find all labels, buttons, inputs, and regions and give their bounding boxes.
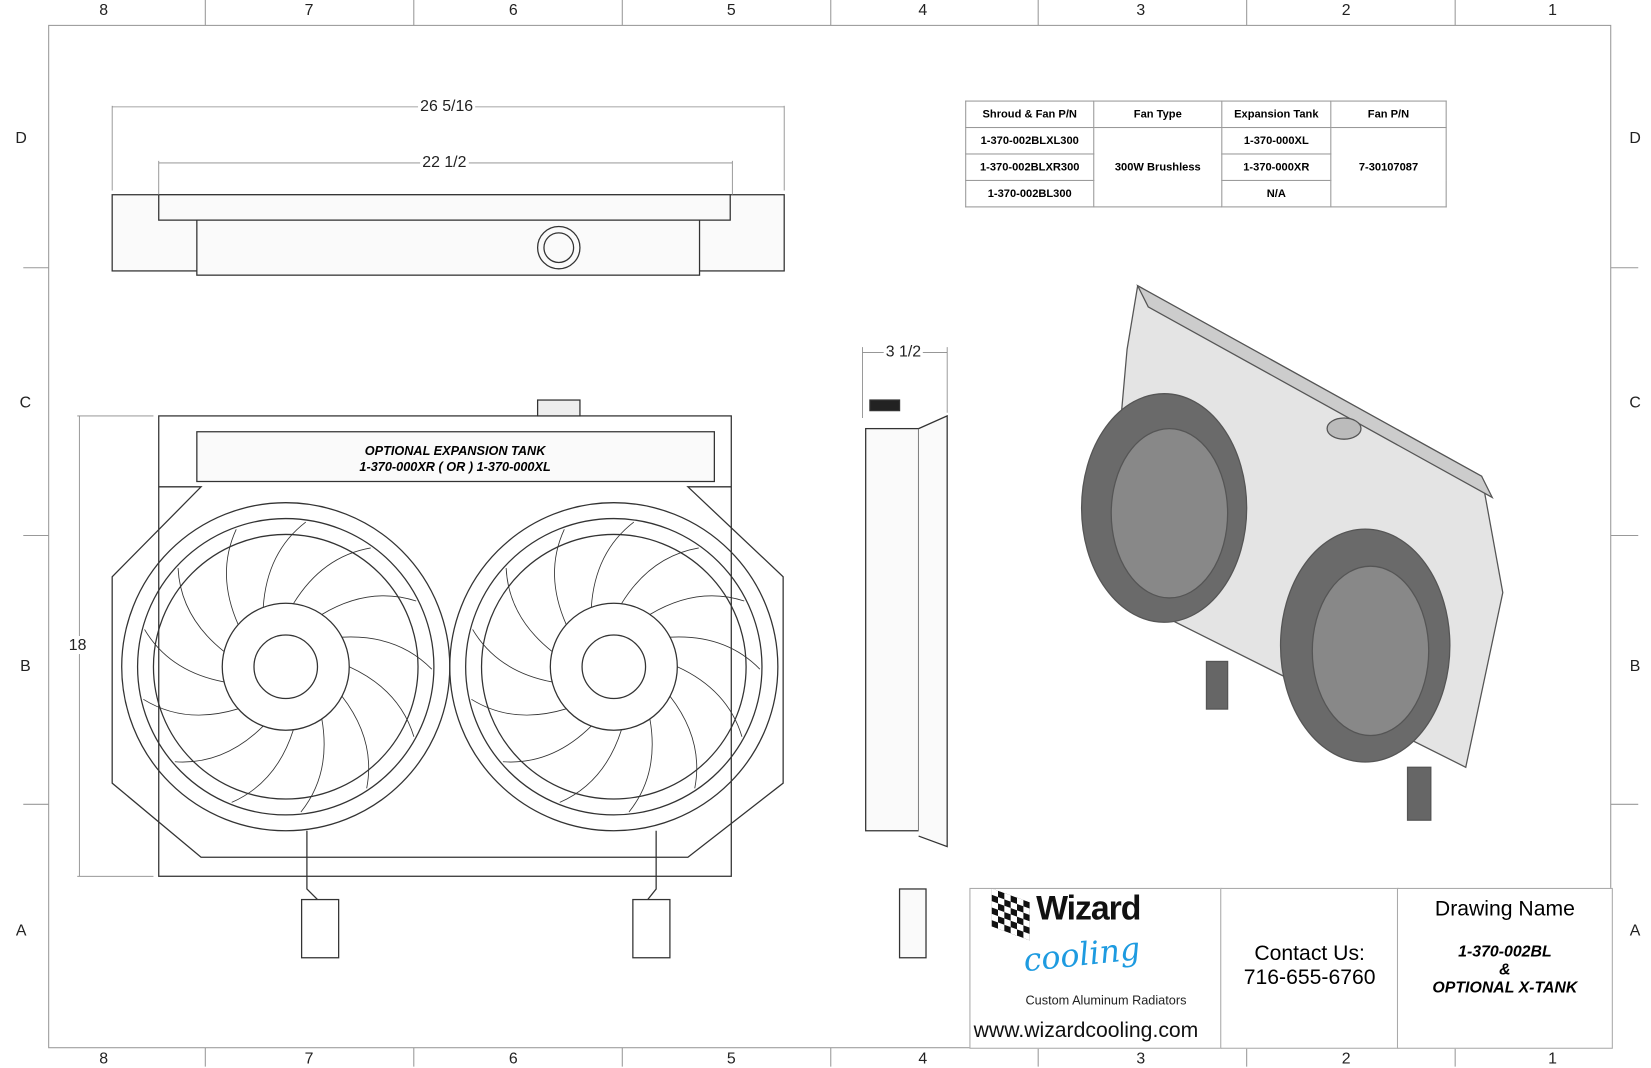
fan-blade (144, 629, 225, 683)
zone-row-right: A (1629, 921, 1641, 940)
fan-blade (621, 547, 699, 604)
zone-row-right: B (1629, 657, 1641, 676)
fan-blade (300, 718, 325, 813)
drawing-name-line3: OPTIONAL X-TANK (1432, 978, 1578, 997)
drawing-name-line2: & (1499, 960, 1511, 979)
fan-blade (174, 725, 264, 763)
fan-blade (143, 698, 239, 716)
logo-tagline: Custom Aluminum Radiators (1025, 992, 1187, 1008)
header-shroud-fan-pn: Shroud & Fan P/N (965, 100, 1095, 129)
zone-row-left: D (15, 129, 27, 148)
contact-phone: 716-655-6760 (1243, 966, 1376, 990)
cell-expansion-tank: N/A (1221, 179, 1332, 208)
fan (121, 502, 451, 832)
cell-fan-type: 300W Brushless (1093, 126, 1223, 208)
zone-col-bottom: 1 (1548, 1049, 1557, 1068)
header-fan-pn: Fan P/N (1330, 100, 1447, 129)
website-link[interactable]: www.wizardcooling.com (973, 1019, 1199, 1043)
tank-label-line2: 1-370-000XR ( OR ) 1-370-000XL (359, 459, 551, 475)
zone-row-left: B (20, 657, 31, 676)
drawing-name-label: Drawing Name (1434, 897, 1575, 921)
logo-script: cooling (1021, 930, 1143, 980)
fan-blade (293, 547, 371, 604)
fan-blade (472, 629, 553, 683)
zone-row-left: A (15, 921, 27, 940)
contact-cell: Contact Us: 716-655-6760 (1220, 887, 1400, 1049)
sheet-frame (48, 24, 1612, 1049)
zone-col-bottom: 2 (1341, 1049, 1351, 1068)
fan-blade (177, 568, 225, 652)
cell-shroud-fan-pn: 1-370-002BL300 (965, 179, 1095, 208)
zone-col-top: 1 (1548, 1, 1557, 20)
fan-blade (262, 521, 307, 608)
zone-col-top: 4 (918, 1, 928, 20)
dim-overall-width: 26 5/16 (418, 97, 476, 116)
bom-table: Shroud & Fan P/N Fan Type Expansion Tank… (965, 100, 1447, 208)
dim-height: 18 (66, 636, 89, 655)
isometric-view (1080, 284, 1504, 821)
zone-col-top: 3 (1136, 1, 1146, 20)
fan-blade (341, 636, 433, 670)
zone-row-left: C (19, 393, 32, 412)
front-view (77, 399, 784, 959)
fan-blade (321, 595, 417, 615)
dim-depth: 3 1/2 (883, 342, 924, 361)
cell-fan-pn: 7-30107087 (1330, 126, 1447, 208)
logo-cell: Wizard cooling Custom Aluminum Radiators… (969, 887, 1223, 1049)
zone-col-bottom: 3 (1136, 1049, 1146, 1068)
zone-col-top: 6 (508, 1, 518, 20)
dim-core-width: 22 1/2 (420, 153, 469, 172)
zone-col-top: 8 (99, 1, 109, 20)
header-fan-type: Fan Type (1093, 100, 1223, 129)
zone-col-bottom: 8 (99, 1049, 109, 1068)
table-row: 1-370-002BLXR300 1-370-000XR (965, 153, 1446, 181)
tank-label-line1: OPTIONAL EXPANSION TANK (364, 443, 546, 459)
zone-col-top: 7 (304, 1, 314, 20)
cell-expansion-tank: 1-370-000XR (1221, 153, 1332, 181)
zone-col-bottom: 4 (918, 1049, 928, 1068)
cell-expansion-tank: 1-370-000XL (1221, 126, 1332, 155)
logo-wordmark: Wizard (1036, 888, 1141, 928)
fan-blade (559, 729, 622, 803)
cell-shroud-fan-pn: 1-370-002BLXL300 (965, 126, 1095, 155)
fan-blade (505, 568, 553, 652)
fan-blade (554, 529, 567, 625)
drawing-name-line1: 1-370-002BL (1458, 942, 1552, 961)
zone-ticks (23, 0, 1639, 1067)
side-view (862, 347, 948, 959)
table-row: 1-370-002BLXL300 300W Brushless 1-370-00… (965, 126, 1447, 208)
zone-col-top: 5 (726, 1, 736, 20)
fan-blade (349, 666, 415, 737)
zone-row-right: D (1629, 129, 1641, 148)
fan-blade (590, 521, 635, 608)
header-expansion-tank: Expansion Tank (1221, 100, 1332, 129)
fan-blade (471, 698, 567, 716)
zone-col-top: 2 (1341, 1, 1351, 20)
fan-blade (231, 729, 294, 803)
zone-col-bottom: 7 (304, 1049, 314, 1068)
fan-blade (628, 718, 653, 813)
fan-blade (226, 529, 239, 625)
fan-blade (677, 666, 743, 737)
fan-blade (649, 595, 745, 615)
fan-blade (502, 725, 592, 763)
cell-shroud-fan-pn: 1-370-002BLXR300 (965, 153, 1095, 181)
fan (449, 502, 779, 832)
fan-blade (670, 636, 761, 670)
checkered-flag-icon (991, 888, 1030, 941)
drawing-name-cell: Drawing Name 1-370-002BL & OPTIONAL X-TA… (1396, 887, 1613, 1049)
zone-col-bottom: 6 (508, 1049, 518, 1068)
zone-row-right: C (1629, 393, 1641, 412)
contact-label: Contact Us: (1254, 941, 1365, 966)
zone-col-bottom: 5 (726, 1049, 736, 1068)
top-view (111, 105, 785, 276)
fan-blade (669, 695, 698, 789)
table-row: 1-370-002BL300 N/A (965, 179, 1446, 208)
expansion-tank-label: OPTIONAL EXPANSION TANK 1-370-000XR ( OR… (317, 443, 592, 475)
fan-blade (341, 695, 370, 789)
